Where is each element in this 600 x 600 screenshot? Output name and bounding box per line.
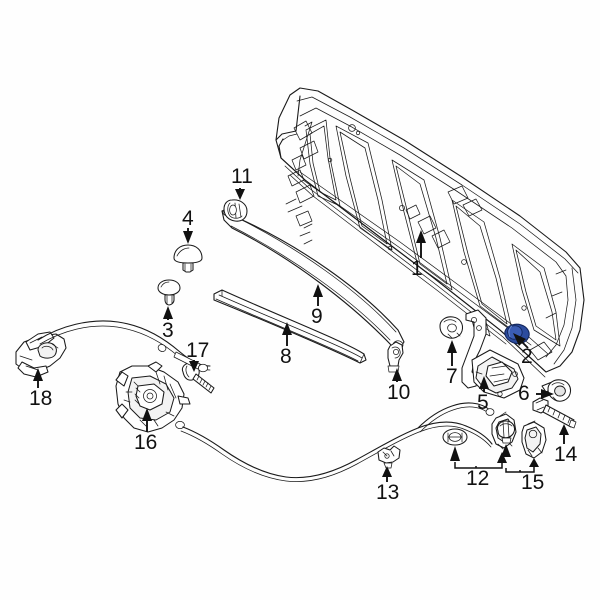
callout-label-15: 15 [521, 471, 545, 494]
callout-label-18: 18 [29, 387, 53, 410]
cable-clip-small [377, 445, 401, 469]
release-handle-nut [496, 420, 516, 444]
hood-prop-rod-clip [439, 316, 463, 339]
hood-weatherstrip-seal [213, 289, 367, 364]
latch-mounting-bolt [532, 397, 577, 429]
callout-label-9: 9 [311, 305, 323, 328]
hood-prop-rod-grommet [157, 279, 181, 306]
callout-leaders [33, 188, 569, 482]
hood-insulation-clip [173, 244, 203, 273]
hood-release-cable-assembly [175, 402, 495, 482]
callout-label-14: 14 [554, 443, 578, 466]
callout-label-7: 7 [446, 365, 458, 388]
callout-label-11: 11 [231, 165, 253, 188]
callout-label-17: 17 [186, 339, 210, 362]
callout-label-4: 4 [182, 207, 194, 230]
push-pin-retainer [541, 379, 571, 402]
cable-firewall-grommet [442, 428, 468, 446]
release-handle-bracket [521, 420, 547, 459]
callout-label-13: 13 [376, 481, 400, 504]
callout-label-6: 6 [518, 382, 530, 405]
hood-prop-rod-retainer [223, 199, 248, 222]
callout-label-10: 10 [387, 381, 411, 404]
hood-latch-striker-bracket [461, 309, 525, 399]
callout-label-1: 1 [411, 257, 423, 280]
hood-release-handle [15, 331, 67, 378]
callout-label-16: 16 [134, 431, 158, 454]
hood-latch-assembly [115, 361, 191, 433]
callout-label-8: 8 [280, 345, 292, 368]
callout-label-3: 3 [162, 319, 174, 342]
callout-label-12: 12 [466, 467, 490, 490]
cable-routing-clip [387, 341, 404, 373]
callout-label-5: 5 [477, 391, 489, 414]
callout-label-2: 2 [521, 345, 533, 368]
